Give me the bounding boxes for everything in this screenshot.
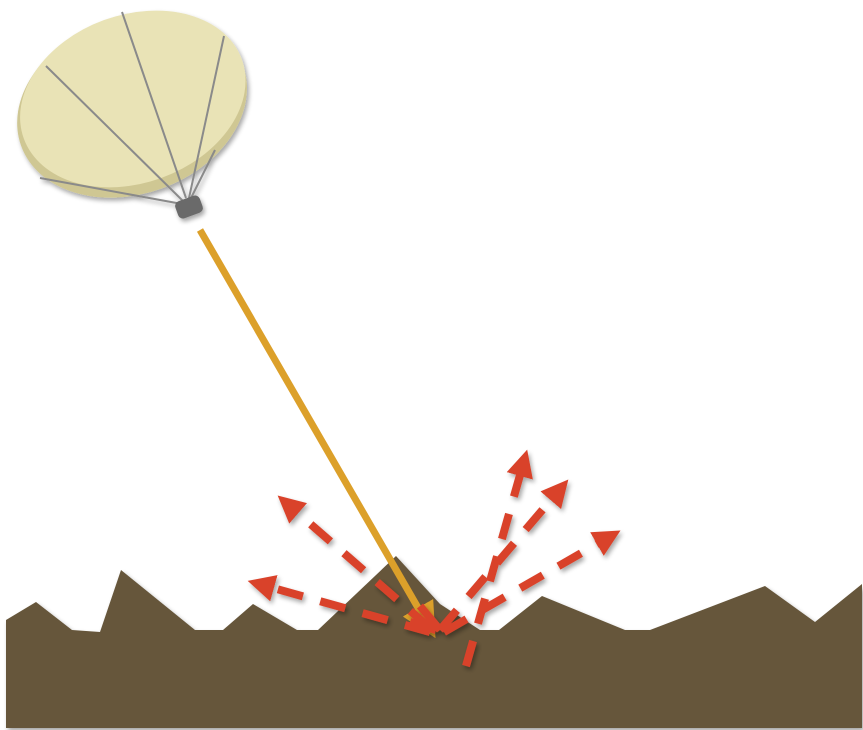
payload (174, 194, 205, 220)
parachute-canopy (0, 0, 271, 218)
ground (6, 556, 862, 728)
ground-surface (6, 556, 862, 728)
parachute (0, 0, 274, 229)
payload-body (174, 194, 205, 220)
incident-ray-arrow (200, 230, 432, 632)
